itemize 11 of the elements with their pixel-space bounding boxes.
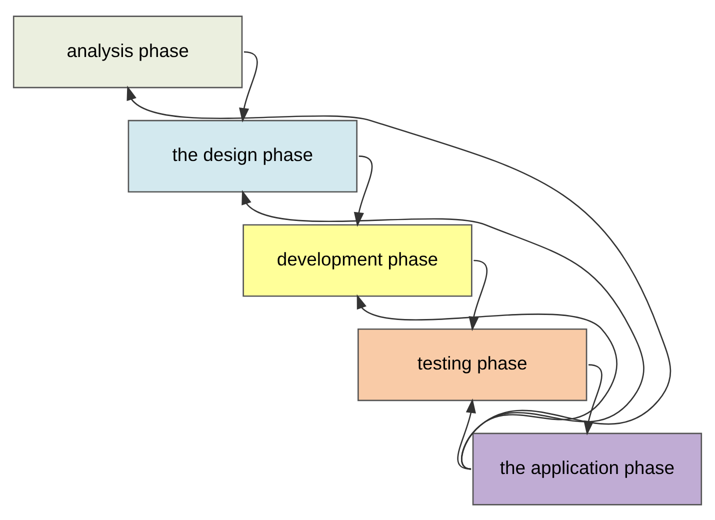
arrow bbox=[242, 189, 644, 470]
node-box: the design phase bbox=[128, 119, 358, 192]
node-box: the application phase bbox=[472, 432, 702, 505]
arrow bbox=[126, 85, 672, 470]
node-box: testing phase bbox=[358, 328, 588, 401]
arrow bbox=[457, 398, 476, 470]
arrow bbox=[239, 50, 258, 122]
arrow bbox=[354, 155, 373, 226]
node-box: analysis phase bbox=[12, 15, 243, 88]
arrow bbox=[356, 294, 618, 470]
node-box: development phase bbox=[242, 224, 472, 296]
